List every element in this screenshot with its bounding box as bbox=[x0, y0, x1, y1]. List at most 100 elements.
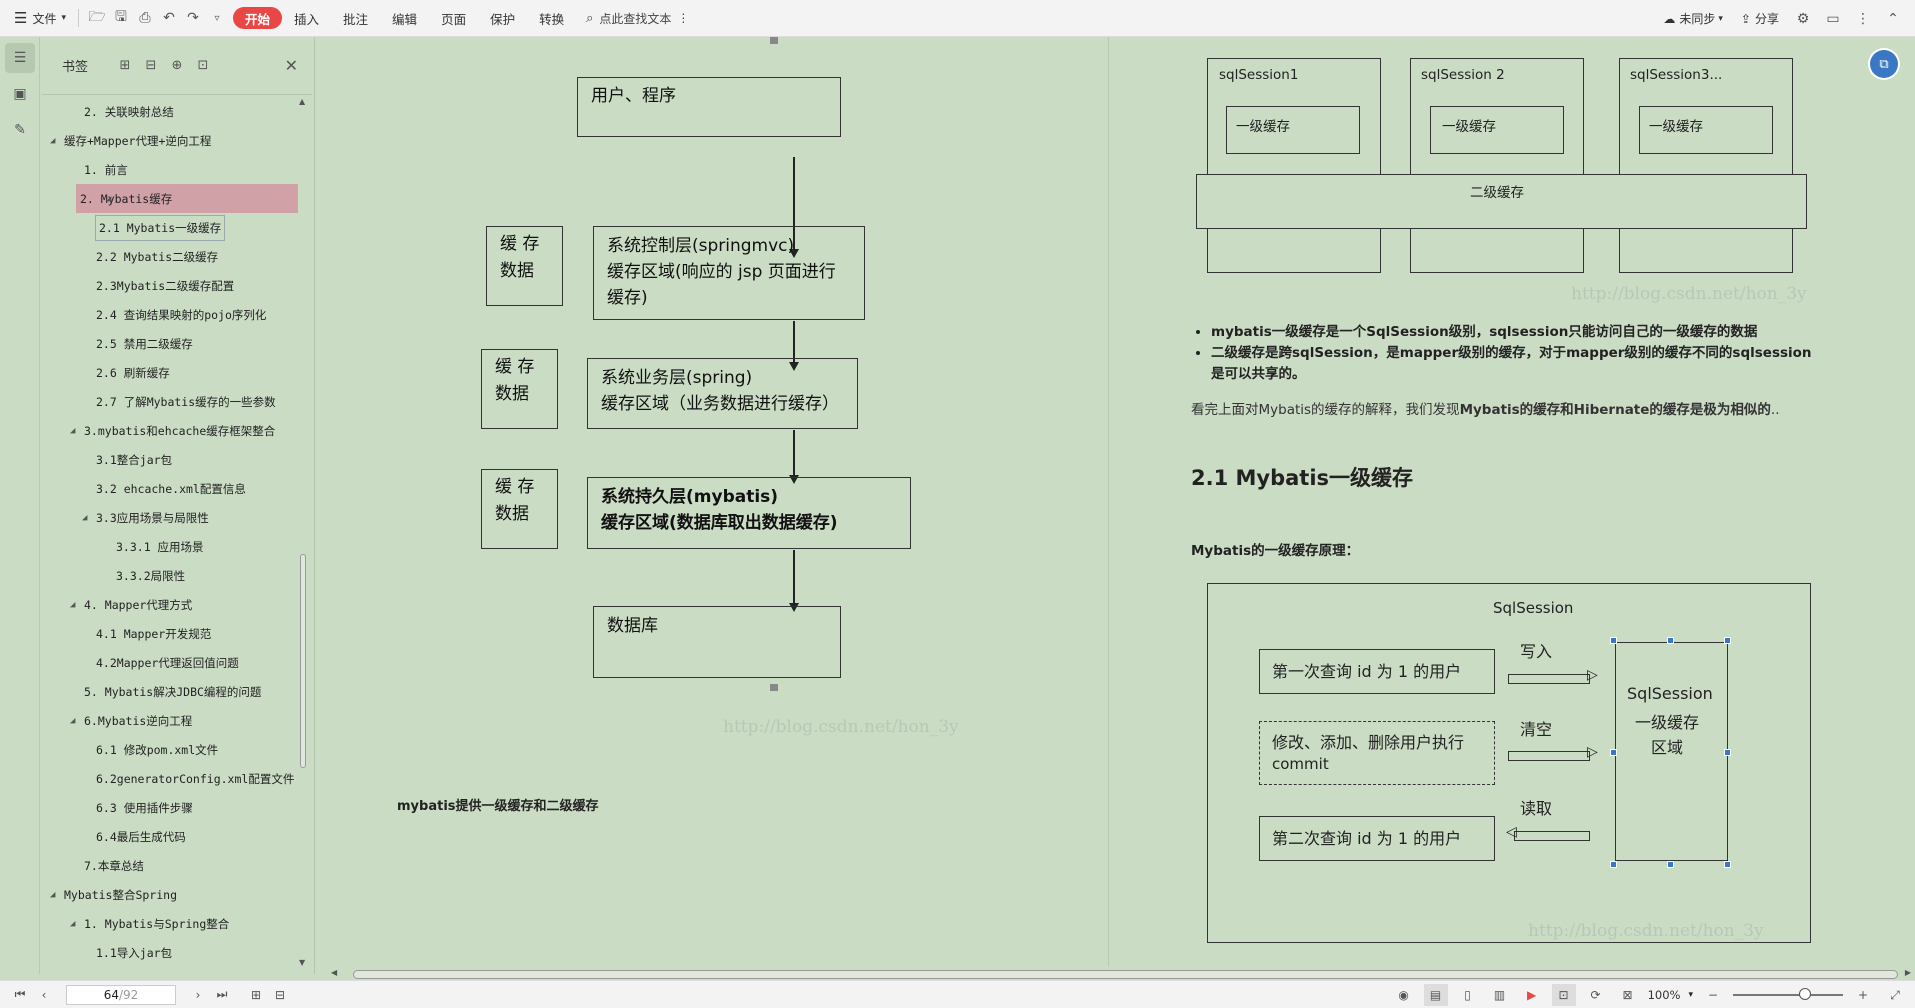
single-page-icon[interactable]: ▯ bbox=[1464, 988, 1471, 1002]
expand-arrow-icon[interactable]: ◢ bbox=[106, 193, 112, 204]
bookmark-item[interactable]: 6.2generatorConfig.xml配置文件 bbox=[40, 764, 298, 793]
selection-handle[interactable] bbox=[1724, 749, 1731, 756]
bookmark-item[interactable]: 2.1 Mybatis一级缓存 bbox=[40, 213, 298, 242]
share-button[interactable]: ⇪ 分享 bbox=[1735, 6, 1785, 32]
bookmark-item[interactable]: 3.3.1 应用场景 bbox=[40, 532, 298, 561]
bookmark-item[interactable]: 2.6 刷新缓存 bbox=[40, 358, 298, 387]
tab-comment[interactable]: 批注 bbox=[343, 11, 369, 27]
settings-icon[interactable]: ⚙ bbox=[1796, 10, 1810, 27]
close-icon[interactable]: ✕ bbox=[284, 56, 298, 75]
scrollbar-track[interactable] bbox=[353, 970, 1898, 979]
continuous-view-icon[interactable]: ▤ bbox=[1423, 984, 1448, 1006]
tab-start[interactable]: 开始 bbox=[233, 7, 283, 29]
fit-width-icon[interactable]: ⊡ bbox=[1551, 984, 1576, 1006]
expand-arrow-icon[interactable]: ◢ bbox=[70, 599, 76, 610]
tab-page[interactable]: 页面 bbox=[441, 11, 467, 27]
bookmark-item[interactable]: 2.5 禁用二级缓存 bbox=[40, 329, 298, 358]
bookmark-item[interactable]: 4.2Mapper代理返回值问题 bbox=[40, 648, 298, 677]
bookmark-item[interactable]: ◢2. Mybatis缓存 bbox=[76, 184, 298, 213]
bookmark-item[interactable]: 6.3 使用插件步骤 bbox=[40, 793, 298, 822]
thumbnail-icon[interactable]: ▣ bbox=[13, 86, 27, 102]
page-number-input[interactable]: 64 /92 bbox=[66, 984, 176, 1005]
print-icon[interactable]: ⎙ bbox=[139, 10, 151, 26]
bookmark-item[interactable]: 2. 关联映射总结 bbox=[40, 97, 298, 126]
scroll-down-icon[interactable]: ▼ bbox=[299, 958, 306, 967]
save-icon[interactable]: 🖫 bbox=[115, 9, 127, 25]
bookmark-item[interactable]: ◢4. Mapper代理方式 bbox=[40, 590, 298, 619]
tab-edit[interactable]: 编辑 bbox=[392, 11, 418, 27]
bookmark-item[interactable]: 1. 前言 bbox=[40, 155, 298, 184]
bookmark-item[interactable]: 1.1导入jar包 bbox=[40, 938, 298, 967]
open-icon[interactable]: 🗁 bbox=[88, 9, 106, 25]
selection-handle[interactable] bbox=[1667, 637, 1674, 644]
rotate-icon[interactable]: ⟳ bbox=[1590, 988, 1601, 1002]
zoom-out-icon[interactable]: − bbox=[1707, 988, 1719, 1002]
document-view[interactable]: 用户、程序 缓 存 数据 系统控制层(springmvc) 缓存区域(响应的 j… bbox=[315, 37, 1915, 974]
zoom-in-icon[interactable]: + bbox=[1857, 988, 1869, 1002]
assistant-icon[interactable]: ⧉ bbox=[1870, 50, 1898, 78]
fit-page-icon[interactable]: ⊠ bbox=[1622, 988, 1633, 1002]
fullscreen-icon[interactable]: ⤢ bbox=[1890, 987, 1900, 1002]
bookmark-item[interactable]: 3.3.2局限性 bbox=[40, 561, 298, 590]
bookmark-item[interactable]: ◢1. Mybatis与Spring整合 bbox=[40, 909, 298, 938]
file-menu[interactable]: ☰ 文件 ▾ bbox=[8, 5, 72, 31]
selection-handle[interactable] bbox=[1724, 861, 1731, 868]
dual-page-icon[interactable]: ▥ bbox=[1493, 988, 1506, 1002]
add-bookmark-icon[interactable]: ⊕ bbox=[171, 58, 183, 73]
expand-arrow-icon[interactable]: ◢ bbox=[70, 715, 76, 726]
eye-icon[interactable]: ◉ bbox=[1398, 988, 1409, 1002]
zoom-knob[interactable] bbox=[1799, 988, 1811, 1000]
bookmark-item[interactable]: 2.4 查询结果映射的pojo序列化 bbox=[40, 300, 298, 329]
expand-all-icon[interactable]: ⊞ bbox=[119, 58, 131, 73]
selection-handle[interactable] bbox=[1724, 637, 1731, 644]
more-icon[interactable]: ⋮ bbox=[1856, 10, 1870, 27]
annotation-icon[interactable]: ✎ bbox=[14, 122, 26, 138]
next-page-icon[interactable]: › bbox=[195, 987, 201, 1002]
redo-icon[interactable]: ↷ bbox=[187, 10, 199, 26]
search-button[interactable]: ⌕ 点此查找文本 ⋮ bbox=[576, 10, 699, 27]
zoom-slider[interactable] bbox=[1733, 988, 1843, 1000]
selection-handle[interactable] bbox=[1610, 861, 1617, 868]
bookmark-item[interactable]: 3.1整合jar包 bbox=[40, 445, 298, 474]
first-page-icon[interactable]: ⏮ bbox=[14, 987, 26, 1001]
selection-handle[interactable] bbox=[1667, 861, 1674, 868]
bookmark-item[interactable]: ◢Mybatis整合Spring bbox=[40, 880, 298, 909]
sync-button[interactable]: ☁ 未同步 ▾ bbox=[1657, 6, 1729, 32]
bookmark-item[interactable]: ◢缓存+Mapper代理+逆向工程 bbox=[40, 126, 298, 155]
bookmark-item[interactable]: 6.4最后生成代码 bbox=[40, 822, 298, 851]
prev-page-icon[interactable]: ‹ bbox=[41, 987, 47, 1002]
bookmark-item[interactable]: ◢3.mybatis和ehcache缓存框架整合 bbox=[40, 416, 298, 445]
export-page-icon[interactable]: ⊟ bbox=[274, 987, 286, 1002]
insert-page-icon[interactable]: ⊞ bbox=[250, 987, 262, 1002]
tab-convert[interactable]: 转换 bbox=[539, 11, 565, 27]
bookmark-item[interactable]: 7.本章总结 bbox=[40, 851, 298, 880]
bookmark-item[interactable]: 5. Mybatis解决JDBC编程的问题 bbox=[40, 677, 298, 706]
zoom-level[interactable]: 100% bbox=[1647, 988, 1681, 1002]
bookmark-item[interactable]: ◢3.3应用场景与局限性 bbox=[40, 503, 298, 532]
collapse-all-icon[interactable]: ⊟ bbox=[145, 58, 157, 73]
scrollbar-thumb[interactable] bbox=[300, 554, 306, 768]
last-page-icon[interactable]: ⏭ bbox=[216, 987, 228, 1001]
scroll-right-icon[interactable]: ▶ bbox=[1904, 968, 1911, 977]
selection-handle[interactable] bbox=[1610, 749, 1617, 756]
scroll-up-icon[interactable]: ▲ bbox=[299, 97, 306, 106]
expand-arrow-icon[interactable]: ◢ bbox=[50, 135, 56, 146]
more-down-icon[interactable]: ▿ bbox=[214, 12, 220, 24]
play-icon[interactable]: ▶ bbox=[1526, 988, 1537, 1002]
chevron-down-icon[interactable]: ▾ bbox=[1688, 990, 1693, 1000]
bookmark-panel-icon[interactable]: ☰ bbox=[5, 43, 35, 73]
panel-scrollbar[interactable]: ▲ ▼ bbox=[298, 97, 308, 967]
selection-handle[interactable] bbox=[1610, 637, 1617, 644]
tab-protect[interactable]: 保护 bbox=[490, 11, 516, 27]
scroll-left-icon[interactable]: ◀ bbox=[331, 968, 338, 977]
bookmark-item[interactable]: 2.2 Mybatis二级缓存 bbox=[40, 242, 298, 271]
collapse-icon[interactable]: ⌃ bbox=[1887, 10, 1899, 27]
expand-arrow-icon[interactable]: ◢ bbox=[70, 918, 76, 929]
expand-arrow-icon[interactable]: ◢ bbox=[50, 889, 56, 900]
expand-arrow-icon[interactable]: ◢ bbox=[82, 512, 88, 523]
bookmark-item[interactable]: 2.7 了解Mybatis缓存的一些参数 bbox=[40, 387, 298, 416]
tab-insert[interactable]: 插入 bbox=[294, 11, 320, 27]
horizontal-scrollbar[interactable]: ◀ ▶ bbox=[325, 968, 1915, 980]
bookmark-icon[interactable]: ⊡ bbox=[197, 58, 209, 73]
expand-arrow-icon[interactable]: ◢ bbox=[70, 425, 76, 436]
